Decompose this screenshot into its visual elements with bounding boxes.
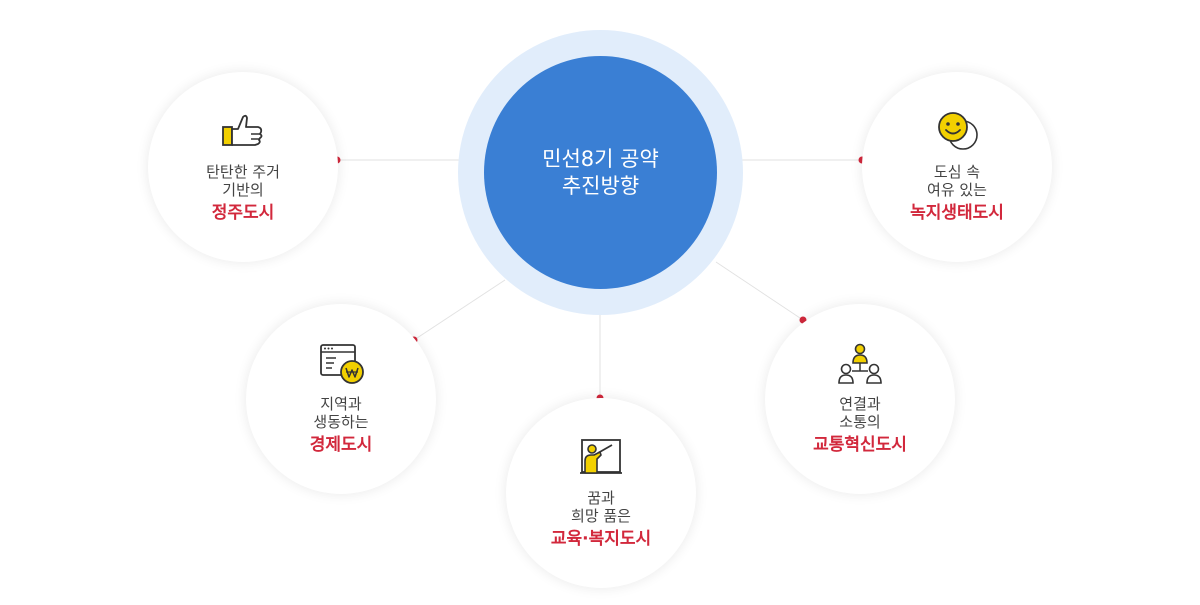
node-economy-line-2: 생동하는 — [313, 413, 369, 431]
node-economy-highlight: 경제도시 — [309, 435, 373, 455]
node-housing-line-2: 기반의 — [222, 181, 264, 199]
thumbs-up-icon — [222, 114, 263, 146]
node-education[interactable]: 꿈과 희망 품은 교육·복지도시 — [506, 398, 696, 588]
node-green[interactable]: 도심 속 여유 있는 녹지생태도시 — [862, 72, 1052, 262]
node-transport-line-2: 소통의 — [839, 413, 881, 431]
node-economy-line-1: 지역과 — [320, 395, 362, 413]
center-title-line-2: 추진방향 — [561, 173, 640, 198]
node-transport[interactable]: 연결과 소통의 교통혁신도시 — [765, 304, 955, 494]
people-network-icon — [838, 343, 882, 384]
node-housing-line-1: 탄탄한 주거 — [206, 163, 280, 181]
center-circle: 민선8기 공약 추진방향 — [484, 56, 717, 289]
connector-economy — [413, 279, 506, 341]
node-green-line-2: 여유 있는 — [927, 181, 987, 199]
node-transport-line-1: 연결과 — [839, 395, 881, 413]
node-housing[interactable]: 탄탄한 주거 기반의 정주도시 — [148, 72, 338, 262]
connector-transport — [715, 261, 804, 321]
node-housing-highlight: 정주도시 — [211, 203, 275, 223]
node-education-line-1: 꿈과 — [587, 489, 615, 507]
node-education-highlight: 교육·복지도시 — [550, 529, 652, 549]
node-transport-highlight: 교통혁신도시 — [813, 435, 907, 455]
node-green-highlight: 녹지생태도시 — [910, 203, 1004, 223]
teacher-board-icon — [580, 439, 622, 474]
node-education-line-2: 희망 품은 — [571, 507, 631, 525]
center-title-line-1: 민선8기 공약 — [542, 146, 659, 171]
browser-won-coin-icon — [320, 344, 364, 384]
node-economy[interactable]: 지역과 생동하는 경제도시 — [246, 304, 436, 494]
node-green-line-1: 도심 속 — [933, 163, 981, 181]
smiley-face-icon — [938, 112, 978, 150]
